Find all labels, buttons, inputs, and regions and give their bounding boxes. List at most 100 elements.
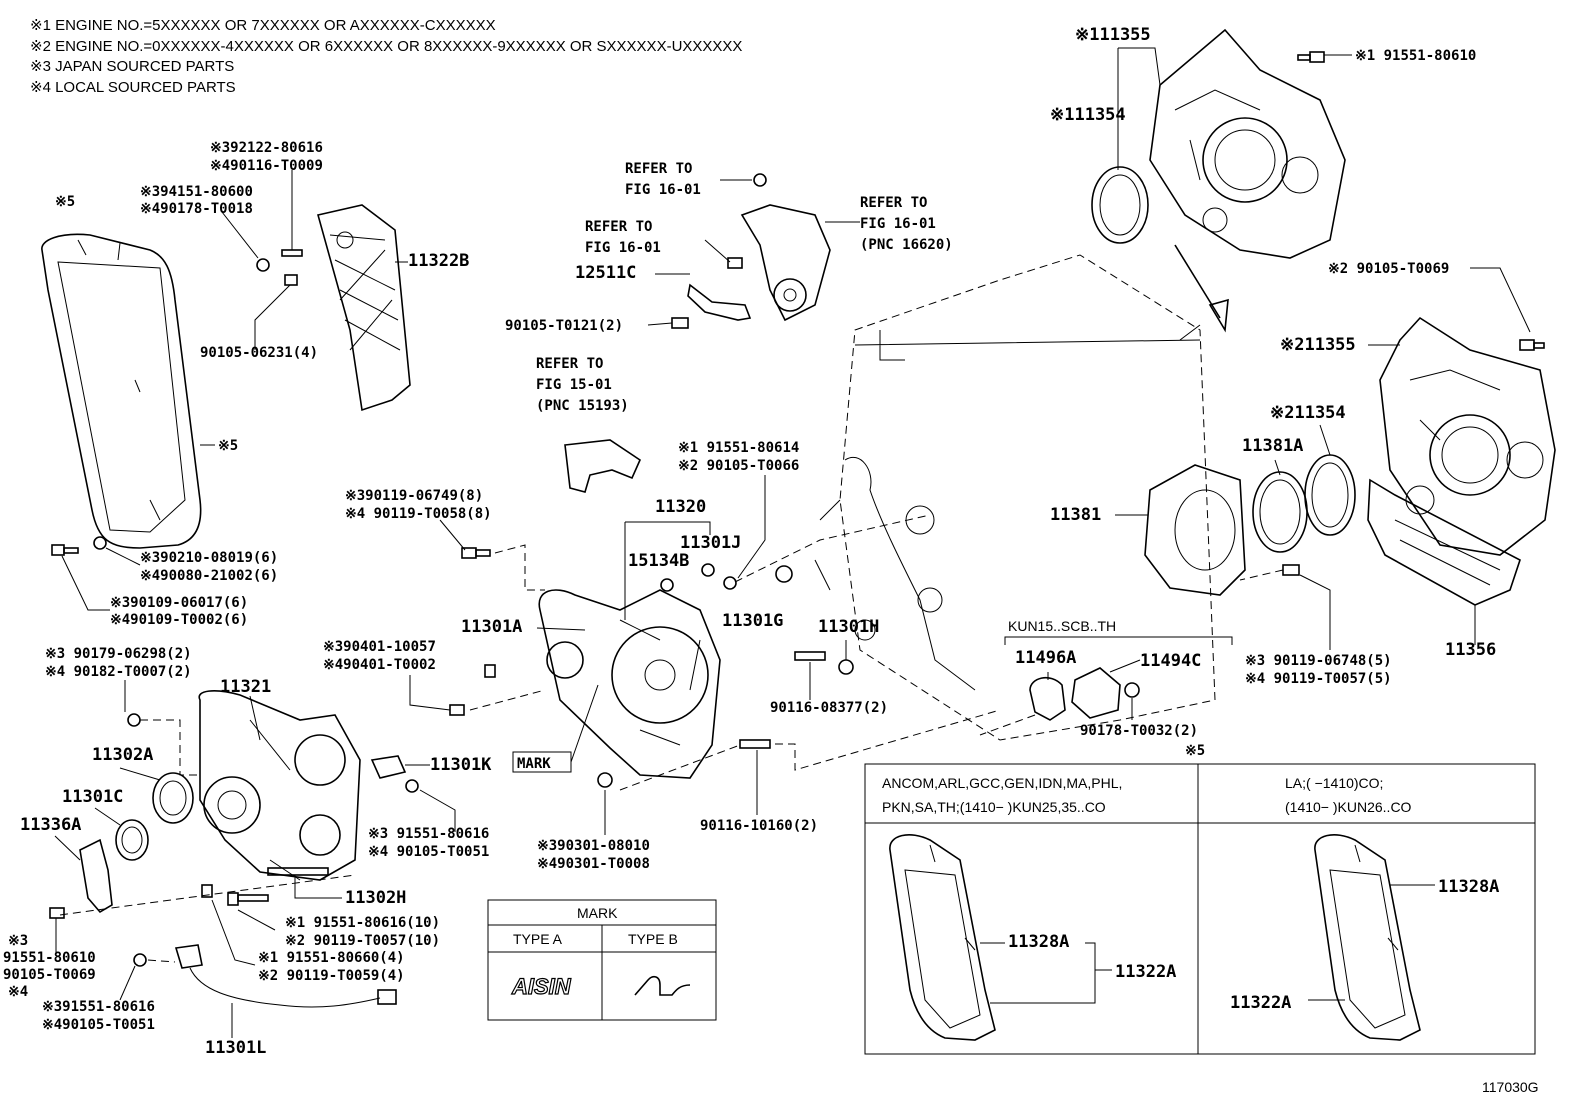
label-refer4: REFER TO [536,356,603,372]
variant-left-header-2: PKN,SA,TH;(1410− )KUN25,35..CO [882,799,1106,815]
engine-notes: ※1 ENGINE NO.=5XXXXXX OR 7XXXXXX OR AXXX… [30,17,742,96]
label-11328a-r: 11328A [1438,877,1499,897]
label-11322b: 11322B [408,251,469,271]
label-refer2: REFER TO [585,219,652,235]
label-91551-80616a: ※3 91551-80616 [368,826,489,842]
label-90116-10160: 90116-10160(2) [700,818,818,834]
type-b-mark-icon [634,975,691,996]
label-91551-80614: ※1 91551-80614 [678,440,799,456]
label-90105-t0069-l: 90105-T0069 [3,967,96,983]
label-11356: 11356 [1445,640,1496,660]
figure-code: 117030G [1482,1079,1539,1095]
label-90301: ※390301-08010 [537,838,650,854]
label-90182: ※4 90182-T0007(2) [45,664,192,680]
label-refer4c: (PNC 15193) [536,398,629,414]
label-12511c: 12511C [575,263,636,283]
label-91551-80610-l: 91551-80610 [3,950,96,966]
label-11494c: 11494C [1140,651,1201,671]
label-91551-80660: ※1 91551-80660(4) [258,950,405,966]
label-refer3b: FIG 16-01 [860,216,936,232]
label-refer1: REFER TO [625,161,692,177]
timing-cover-plate-11322b [317,204,411,412]
label-94151: ※394151-80600 [140,184,253,200]
tensioner-bracket [727,173,831,322]
label-90109-t0002: ※490109-T0002(6) [110,612,248,628]
label-11301a: 11301A [461,617,522,637]
label-refer4b: FIG 15-01 [536,377,612,393]
label-refer2b: FIG 16-01 [585,240,661,256]
label-90119-t0059: ※2 90119-T0059(4) [258,968,405,984]
variant-right-header-1: LA;( −1410)CO; [1285,775,1383,791]
label-90401-t: ※490401-T0002 [323,657,436,673]
label-11322a-r: 11322A [1230,993,1291,1013]
aisin-logo-icon: AISIN [511,974,572,999]
mark-table-title: MARK [577,905,618,921]
label-refer3: REFER TO [860,195,927,211]
label-90109-06017: ※390109-06017(6) [110,595,248,611]
variant-left-header-1: ANCOM,ARL,GCC,GEN,IDN,MA,PHL, [882,775,1122,791]
label-s5-c: ※5 [1185,743,1205,759]
label-15134b: 15134B [628,551,689,571]
label-11301g: 11301G [722,611,783,631]
label-91551-80610-r: ※1 91551-80610 [1355,48,1476,64]
label-90105-06231: 90105-06231(4) [200,345,318,361]
label-s4-left: ※4 [8,984,28,1000]
label-s3-left: ※3 [8,933,28,949]
label-mark: MARK [517,756,551,772]
timing-cover-upper [41,233,202,549]
label-90116-08377: 90116-08377(2) [770,700,888,716]
label-92122: ※392122-80616 [210,140,323,156]
label-90401: ※390401-10057 [323,639,436,655]
label-90179: ※3 90179-06298(2) [45,646,192,662]
label-11354-1: ※111354 [1050,105,1126,125]
variant-right-header-2: (1410− )KUN26..CO [1285,799,1412,815]
label-90119-t0057-10: ※2 90119-T0057(10) [285,933,440,949]
label-90119-06748: ※3 90119-06748(5) [1245,653,1392,669]
label-11355-2: ※211355 [1280,335,1356,355]
label-11354-2: ※211354 [1270,403,1346,423]
label-11381a: 11381A [1242,436,1303,456]
label-90210: ※390210-08019(6) [140,550,278,566]
end-plate-11355-2 [1379,316,1556,556]
mark-table: MARK TYPE A TYPE B AISIN [487,899,717,1021]
label-11381: 11381 [1050,505,1101,525]
label-90105-t0069-r: ※2 90105-T0069 [1328,261,1449,277]
label-90080: ※490080-21002(6) [140,568,278,584]
note-4: ※4 LOCAL SOURCED PARTS [30,79,236,96]
mark-table-col-a: TYPE A [513,931,563,947]
label-11301j: 11301J [680,533,741,553]
label-11301c: 11301C [62,787,123,807]
oil-seal-retainer-11381 [1144,464,1246,596]
label-90105-t0121: 90105-T0121(2) [505,318,623,334]
note-3: ※3 JAPAN SOURCED PARTS [30,58,234,75]
label-11496a: 11496A [1015,648,1076,668]
label-11336a: 11336A [20,815,81,835]
label-11320: 11320 [655,497,706,517]
label-90301-t: ※490301-T0008 [537,856,650,872]
label-90119-t0057-5: ※4 90119-T0057(5) [1245,671,1392,687]
label-refer3c: (PNC 16620) [860,237,953,253]
label-11355-1: ※111355 [1075,25,1151,45]
label-11302h: 11302H [345,888,406,908]
cover-variant-right [1314,834,1421,1041]
label-90178-t0032: 90178-T0032(2) [1080,723,1198,739]
end-plate-11355-1 [1149,28,1346,259]
label-90178-t0018: ※490178-T0018 [140,201,253,217]
label-s5-a: ※5 [55,194,75,210]
label-kun15: KUN15..SCB..TH [1008,618,1116,634]
label-11301h: 11301H [818,617,879,637]
label-90105-t0051a: ※4 90105-T0051 [368,844,489,860]
label-90105-t0051b: ※490105-T0051 [42,1017,155,1033]
variant-table: ANCOM,ARL,GCC,GEN,IDN,MA,PHL, PKN,SA,TH;… [864,763,1536,1055]
label-s5-b: ※5 [218,438,238,454]
front-housing-11320 [538,589,721,779]
label-91551-80616b: ※391551-80616 [42,999,155,1015]
label-11321: 11321 [220,677,271,697]
timing-case-11321 [198,690,361,881]
label-refer1b: FIG 16-01 [625,182,701,198]
label-90119-t0058: ※4 90119-T0058(8) [345,506,492,522]
label-91551-80616-10: ※1 91551-80616(10) [285,915,440,931]
label-11328a-l: 11328A [1008,932,1069,952]
label-90105-t0066: ※2 90105-T0066 [678,458,799,474]
